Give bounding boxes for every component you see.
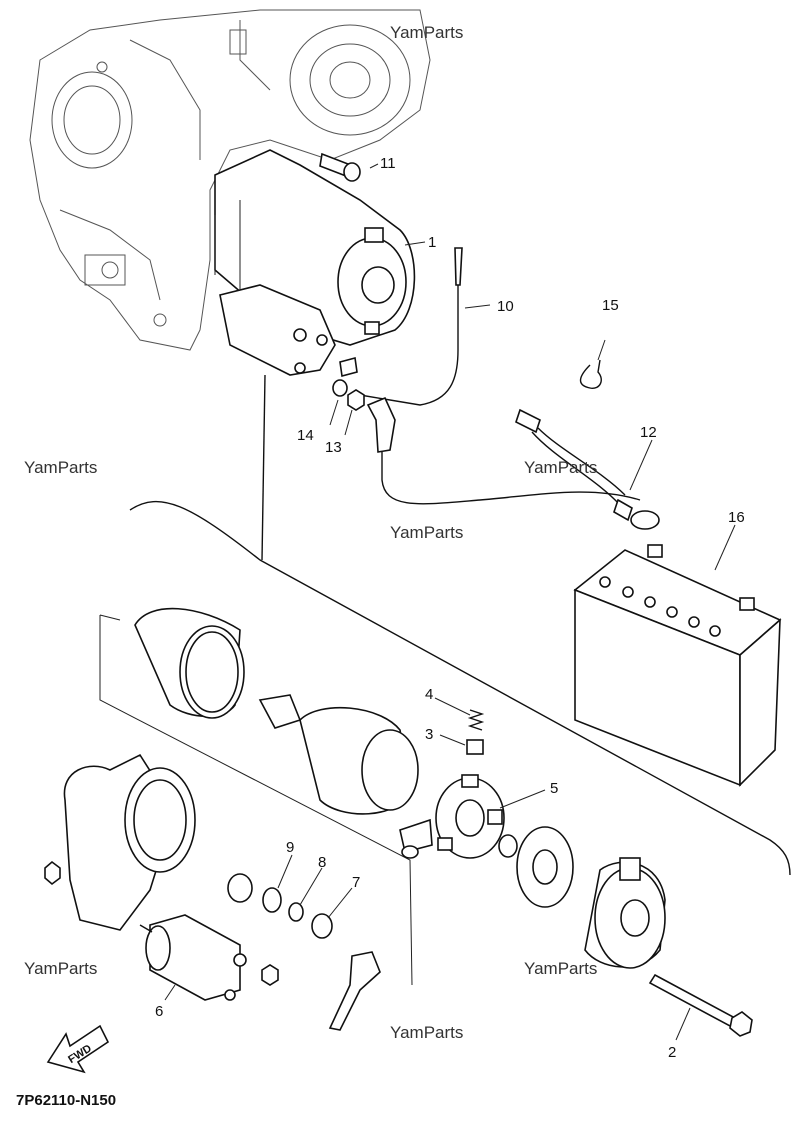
- washer-14: [332, 379, 348, 397]
- watermark-4: YamParts: [390, 523, 463, 542]
- callout-16: 16: [728, 509, 745, 526]
- circlip-8: [288, 902, 304, 922]
- battery-16: [573, 544, 782, 787]
- through-bolt-2: [648, 973, 753, 1037]
- watermark-2: YamParts: [24, 458, 97, 477]
- callout-9: 9: [286, 839, 294, 856]
- solenoid-6: [139, 914, 279, 1001]
- bolt-11: [319, 152, 361, 182]
- callout-6: 6: [155, 1003, 163, 1020]
- leader-lines: [164, 163, 736, 1041]
- explode-bracket: [129, 500, 791, 876]
- watermark-5: YamParts: [24, 959, 97, 978]
- bushing: [498, 834, 518, 858]
- callout-1: 1: [428, 234, 436, 251]
- brush-3: [466, 739, 484, 755]
- callout-13: 13: [325, 439, 342, 456]
- armature: [258, 694, 433, 853]
- front-housing: [44, 753, 196, 931]
- callout-14: 14: [297, 427, 314, 444]
- callout-10: 10: [497, 298, 514, 315]
- starter-motor-assy: [214, 149, 416, 376]
- subassy-frame: [99, 614, 413, 986]
- end-cover: [584, 857, 666, 969]
- callout-12: 12: [640, 424, 657, 441]
- diagram-code: 7P62110-N150: [16, 1092, 116, 1109]
- yoke: [134, 607, 245, 719]
- bearing: [227, 873, 253, 903]
- callout-2: 2: [668, 1044, 676, 1061]
- callout-3: 3: [425, 726, 433, 743]
- watermark-6: YamParts: [524, 959, 597, 978]
- callout-5: 5: [550, 780, 558, 797]
- callout-15: 15: [602, 297, 619, 314]
- clip-15: [579, 359, 602, 389]
- callout-labels: 1 2 3 4 5 6 7 8 9 10 11 12 13 14 15 16: [155, 155, 745, 1061]
- cable-cap: [366, 396, 641, 505]
- watermark-3: YamParts: [524, 458, 597, 477]
- spring-4: [467, 709, 485, 731]
- brush-holder-5: [401, 774, 505, 859]
- washer-9: [262, 887, 282, 913]
- callout-4: 4: [425, 686, 433, 703]
- callout-11: 11: [380, 155, 396, 172]
- callout-7: 7: [352, 874, 360, 891]
- callout-8: 8: [318, 854, 326, 871]
- watermark-7: YamParts: [390, 1023, 463, 1042]
- wire-harness-12: [515, 408, 660, 530]
- lead-wire-10: [339, 247, 463, 406]
- link-line: [261, 374, 266, 561]
- engine-case: [29, 9, 431, 351]
- shift-lever: [328, 951, 381, 1031]
- washer-large: [516, 826, 574, 908]
- washer-7: [311, 913, 333, 939]
- nut-13: [347, 389, 365, 411]
- watermark-1: YamParts: [390, 23, 463, 42]
- fwd-arrow-icon: FWD: [46, 1024, 110, 1074]
- watermarks: YamParts YamParts YamParts YamParts YamP…: [24, 23, 597, 1042]
